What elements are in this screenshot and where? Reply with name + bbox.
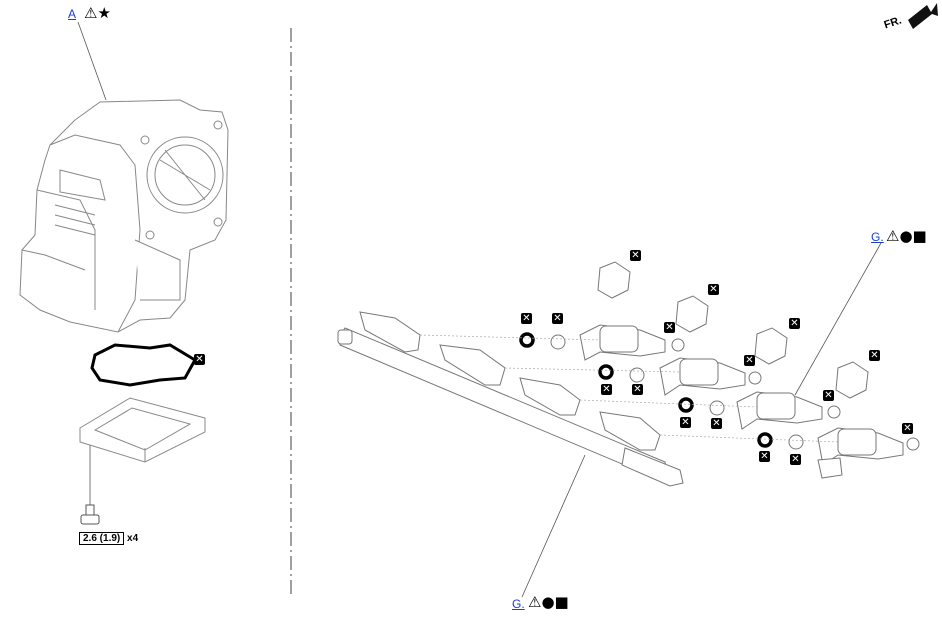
replace-part-icon: ✕ [630,250,641,261]
fuel-injector [736,391,823,430]
injector-clip [597,261,631,299]
washer [748,371,762,385]
fuel-rail-reference-link[interactable]: G. [512,597,525,611]
torque-quantity: x4 [127,533,139,544]
washer [550,334,566,350]
injector-clip [754,327,788,365]
throttle-body [19,99,229,333]
injector-reference-link[interactable]: G. [871,230,884,244]
o-ring [598,364,614,380]
throttle-body-reference-link[interactable]: A [68,7,77,21]
bolt [80,504,100,525]
fuel-rail [337,311,684,487]
washer [788,434,804,450]
replace-part-icon: ✕ [902,423,913,434]
front-arrow-icon [908,3,938,29]
replace-part-icon: ✕ [823,390,834,401]
injector-clip [835,361,869,399]
warning-triangle-icon: ⚠★ [84,4,111,22]
washer [827,405,841,419]
replace-part-icon: ✕ [601,384,612,395]
washer [671,338,685,352]
replace-part-icon: ✕ [708,284,719,295]
replace-part-icon: ✕ [744,355,755,366]
replace-part-icon: ✕ [552,313,563,324]
replace-part-icon: ✕ [790,454,801,465]
o-ring [757,432,773,448]
o-ring [678,397,694,413]
replace-part-icon: ✕ [194,354,205,365]
torque-spec: 2.6 (1.9) x4 [79,532,139,545]
warning-triangle-icon: ⚠●■ [886,227,927,245]
fuel-injector [659,357,746,396]
o-ring [519,332,535,348]
lower-cover [79,397,206,463]
washer [629,367,645,383]
replace-part-icon: ✕ [869,350,880,361]
warning-triangle-icon: ⚠●■ [528,593,569,611]
washer [709,400,725,416]
replace-part-icon: ✕ [759,451,770,462]
replace-part-icon: ✕ [711,418,722,429]
fuel-injector [579,324,666,361]
replace-part-icon: ✕ [632,384,643,395]
gasket [90,343,198,387]
replace-part-icon: ✕ [521,313,532,324]
replace-part-icon: ✕ [789,318,800,329]
washer [906,437,920,451]
torque-value: 2.6 (1.9) [79,532,125,545]
injector-clip [675,295,709,333]
replace-part-icon: ✕ [680,417,691,428]
replace-part-icon: ✕ [664,322,675,333]
fuel-injector [817,427,904,479]
